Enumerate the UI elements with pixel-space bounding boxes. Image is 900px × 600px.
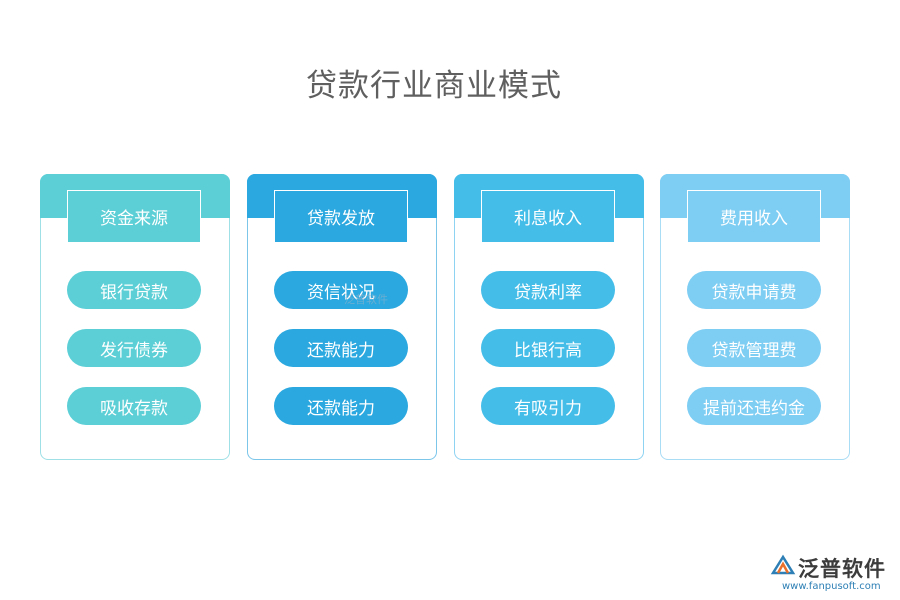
logo-name: 泛普软件: [798, 557, 886, 581]
column-header: 利息收入: [481, 190, 615, 243]
column-header: 费用收入: [687, 190, 821, 243]
column-item: 资信状况: [274, 271, 408, 309]
fanpu-logo-icon: [770, 554, 796, 575]
column-item: 贷款管理费: [687, 329, 821, 367]
column-card-interest: 利息收入 贷款利率 比银行高 有吸引力: [454, 174, 644, 460]
column-item: 比银行高: [481, 329, 615, 367]
column-card-funding: 资金来源 银行贷款 发行债券 吸收存款: [40, 174, 230, 460]
column-item: 贷款申请费: [687, 271, 821, 309]
column-item: 吸收存款: [67, 387, 201, 425]
column-item: 发行债券: [67, 329, 201, 367]
column-card-lending: 贷款发放 资信状况 还款能力 还款能力: [247, 174, 437, 460]
column-header: 贷款发放: [274, 190, 408, 243]
watermark-text: 泛普软件: [344, 293, 388, 306]
column-item: 提前还违约金: [687, 387, 821, 425]
column-item: 还款能力: [274, 329, 408, 367]
brand-logo: 泛普软件 www.fanpusoft.com: [770, 553, 894, 597]
column-card-fees: 费用收入 贷款申请费 贷款管理费 提前还违约金: [660, 174, 850, 460]
column-item: 还款能力: [274, 387, 408, 425]
column-item: 有吸引力: [481, 387, 615, 425]
logo-url: www.fanpusoft.com: [782, 581, 881, 592]
column-item: 贷款利率: [481, 271, 615, 309]
column-header: 资金来源: [67, 190, 201, 243]
column-item: 银行贷款: [67, 271, 201, 309]
diagram-title: 贷款行业商业模式: [306, 68, 562, 104]
